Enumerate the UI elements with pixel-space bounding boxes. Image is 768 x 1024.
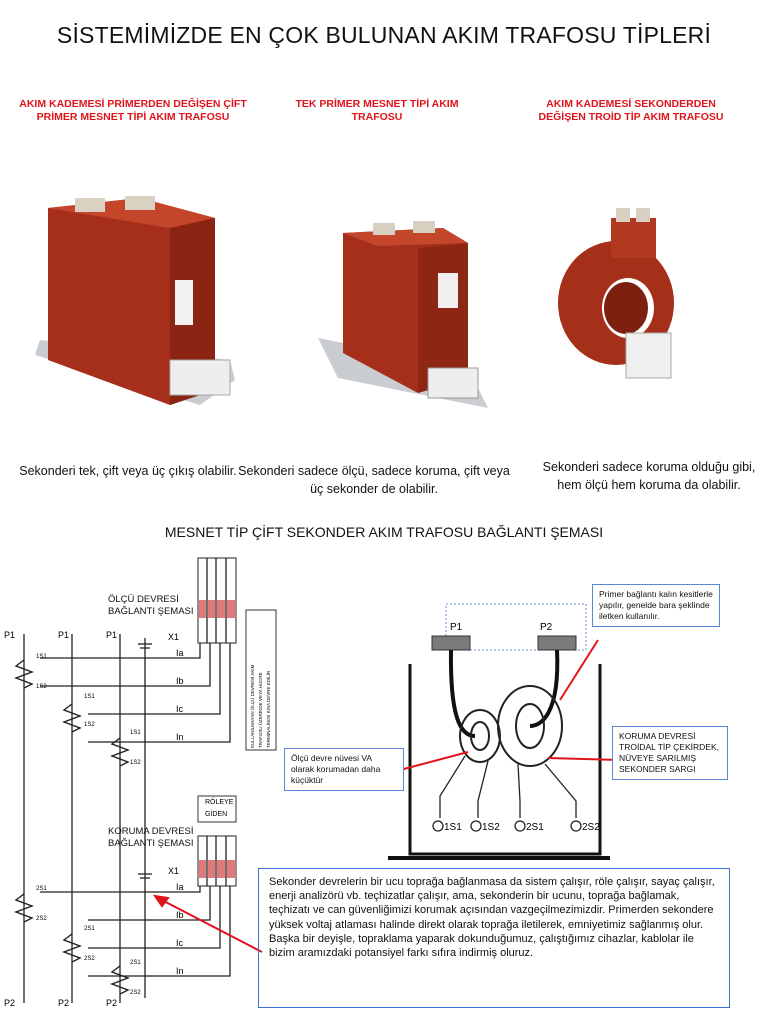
type-caption-toroid: Sekonderi sadece koruma olduğu gibi, hem…: [542, 460, 756, 492]
protection-note: KORUMA DEVRESİ TROİDAL TİP ÇEKİRDEK, NÜV…: [612, 726, 728, 780]
double-primary-ct-image: [35, 196, 235, 405]
s2-1-b: 2S1: [84, 926, 95, 932]
protection-circuit-label-2: BAĞLANTI ŞEMASI: [108, 838, 194, 849]
s1-1-a: 1S1: [36, 654, 47, 660]
ct-terminal-1s1: 1S1: [444, 822, 462, 833]
s2-1-c: 2S1: [130, 960, 141, 966]
single-primary-ct-image: [318, 221, 488, 408]
vertical-note-line-1: KULLANILMAYAN ÖLÇÜ DEVRESİ AKIM: [249, 664, 255, 748]
vertical-note-line-2: TRAFOSU ÜZERİNDE VEYA HÜCRE: [257, 672, 263, 748]
wiring-schematic: P1 P1 P1 P2 P2 P2 X1 X1 Ia Ib Ic In Ia I…: [4, 557, 277, 1008]
primary-note: Primer bağlantı kalın kesitlerle yapılır…: [592, 584, 720, 627]
measure-circuit-label-1: ÖLÇÜ DEVRESİ: [108, 594, 179, 605]
s1-1-c: 1S1: [130, 730, 141, 736]
p2-label-b: P2: [58, 998, 69, 1008]
s2-1-a: 2S1: [36, 886, 47, 892]
p2-label-c: P2: [106, 998, 117, 1008]
ct-terminal-1s2: 1S2: [482, 822, 500, 833]
x1-label-protect: X1: [168, 866, 179, 876]
type-heading-double-primary: AKIM KADEMESİ PRİMERDEN DEĞİŞEN ÇİFT PRİ…: [19, 98, 247, 123]
s1-2-b: 1S2: [84, 722, 95, 728]
relay-label-2: GİDEN: [205, 809, 227, 818]
measure-circuit-label-2: BAĞLANTI ŞEMASI: [108, 606, 194, 617]
protection-circuit-label-1: KORUMA DEVRESİ: [108, 826, 194, 837]
ic-protect: Ic: [176, 938, 184, 948]
vertical-note-line-3: TERMİNALİNDE KISA DEVRE EDİLİR: [265, 670, 271, 748]
ct-p2-label: P2: [540, 622, 553, 633]
type-heading-toroid: AKIM KADEMESİ SEKONDERDEN DEĞİŞEN TROİD …: [538, 98, 724, 123]
s2-2-b: 2S2: [84, 956, 95, 962]
grounding-paragraph-1: Sekonder devrelerin bir ucu toprağa bağl…: [269, 876, 715, 931]
type-caption-single-primary: Sekonderi sadece ölçü, sadece koruma, çi…: [238, 464, 510, 496]
s2-2-c: 2S2: [130, 990, 141, 996]
relay-label-1: RÖLEYE: [205, 798, 234, 806]
protection-circuit-label: KORUMA DEVRESİ BAĞLANTI ŞEMASI: [108, 826, 194, 850]
ic-measure: Ic: [176, 704, 184, 714]
p1-label-b: P1: [58, 630, 69, 640]
p1-label-a: P1: [4, 630, 15, 640]
measure-circuit-label: ÖLÇÜ DEVRESİ BAĞLANTI ŞEMASI: [108, 594, 194, 618]
s1-2-c: 1S2: [130, 760, 141, 766]
p2-label-a: P2: [4, 998, 15, 1008]
ct-terminal-2s2: 2S2: [582, 822, 600, 833]
ib-measure: Ib: [176, 676, 184, 686]
ib-protect: Ib: [176, 910, 184, 920]
core-note: Ölçü devre nüvesi VA olarak korumadan da…: [284, 748, 404, 791]
in-measure: In: [176, 732, 184, 742]
in-protect: In: [176, 966, 184, 976]
p1-label-c: P1: [106, 630, 117, 640]
ct-terminal-2s1: 2S1: [526, 822, 544, 833]
x1-label-measure: X1: [168, 632, 179, 642]
page-title: SİSTEMİMİZDE EN ÇOK BULUNAN AKIM TRAFOSU…: [56, 22, 712, 48]
ct-internal-diagram: P1 P2 1S1 1S2 2S1 2S2: [388, 603, 610, 860]
ia-protect: Ia: [176, 882, 184, 892]
type-heading-single-primary: TEK PRİMER MESNET TİPİ AKIM TRAFOSU: [295, 98, 459, 123]
grounding-paragraph-2: Başka bir deyişle, topraklama yaparak do…: [269, 932, 694, 960]
diagram-title: MESNET TİP ÇİFT SEKONDER AKIM TRAFOSU BA…: [164, 524, 604, 540]
type-caption-double-primary: Sekonderi tek, çift veya üç çıkış olabil…: [19, 464, 237, 478]
ia-measure: Ia: [176, 648, 184, 658]
s1-2-a: 1S2: [36, 684, 47, 690]
ct-p1-label: P1: [450, 622, 463, 633]
s2-2-a: 2S2: [36, 916, 47, 922]
grounding-explanation: Sekonder devrelerin bir ucu toprağa bağl…: [258, 868, 730, 1008]
s1-1-b: 1S1: [84, 694, 95, 700]
toroid-ct-image: [558, 208, 674, 379]
